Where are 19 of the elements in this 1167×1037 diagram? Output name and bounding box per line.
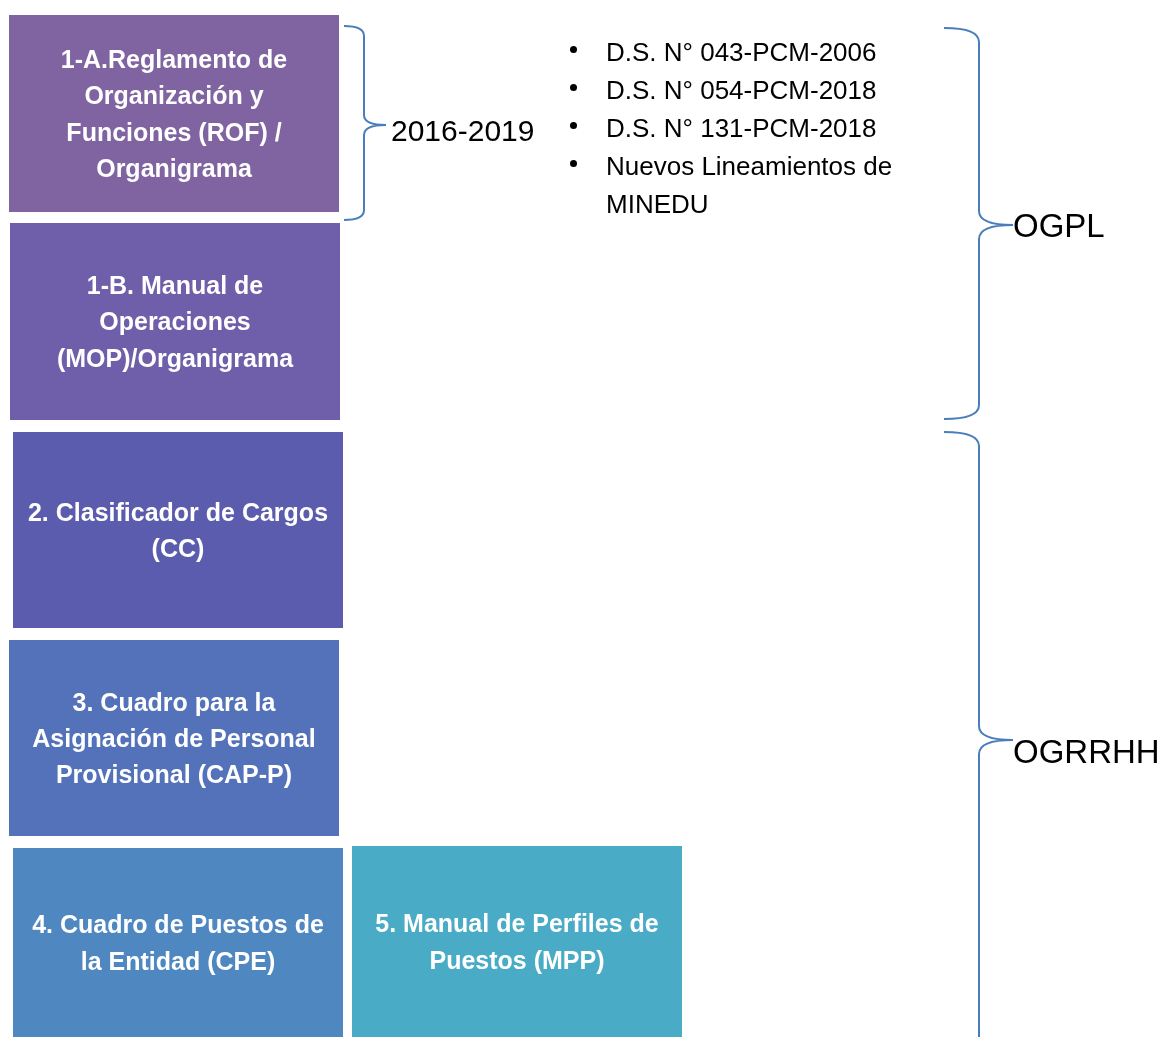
list-item: Nuevos Lineamientos de MINEDU	[606, 149, 894, 221]
box-label: 4. Cuadro de Puestos de la Entidad (CPE)	[31, 909, 325, 977]
process-box	[352, 846, 682, 1037]
list-item: D.S. N° 043-PCM-2006	[606, 35, 877, 69]
bracket-label: OGPL	[1013, 205, 1105, 246]
box-label: 2. Clasificador de Cargos (CC)	[27, 496, 329, 564]
bracket-label: 2016-2019	[391, 113, 535, 150]
process-box	[13, 432, 343, 628]
box-label: 1-A.Reglamento de Organización y Funciones (ROF) / Organigrama	[59, 44, 289, 184]
process-box	[10, 223, 340, 420]
bracket-label: OGRRHH	[1013, 731, 1160, 772]
box-label: 5. Manual de Perfiles de Puestos (MPP)	[374, 908, 660, 976]
process-box	[9, 640, 339, 836]
list-item: D.S. N° 054-PCM-2018	[606, 73, 877, 107]
process-box	[13, 848, 343, 1037]
list-item: D.S. N° 131-PCM-2018	[606, 111, 877, 145]
box-label: 3. Cuadro para la Asignación de Personal Provisional (CAP-P)	[31, 686, 317, 791]
process-box	[9, 15, 339, 212]
box-label: 1-B. Manual de Operaciones (MOP)/Organigrama	[55, 270, 295, 374]
